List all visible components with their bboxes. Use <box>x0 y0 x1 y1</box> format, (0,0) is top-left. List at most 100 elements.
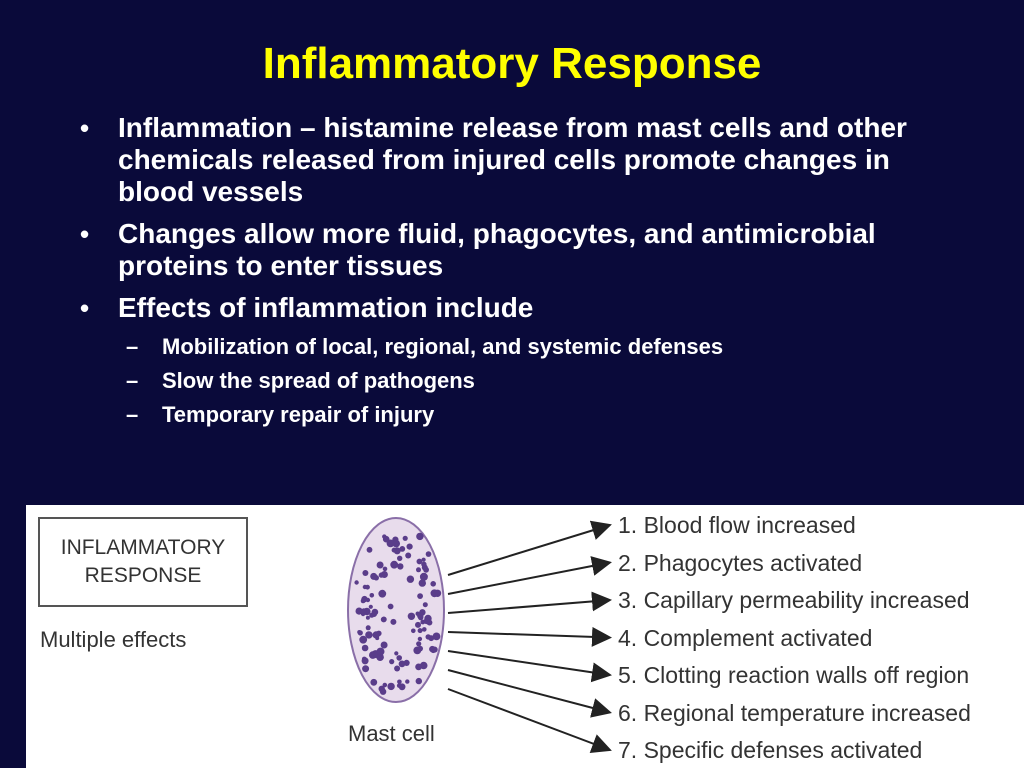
granule <box>415 663 422 671</box>
granule <box>362 570 369 576</box>
granule <box>380 571 388 578</box>
granule <box>419 572 428 581</box>
bullet-text: Changes allow more fluid, phagocytes, an… <box>118 218 876 281</box>
arrow-icon <box>447 556 612 595</box>
dash-icon: – <box>126 402 139 427</box>
granule <box>405 552 412 559</box>
granule <box>415 621 421 628</box>
effect-item: 3. Capillary permeability increased <box>618 587 970 613</box>
granule <box>382 566 388 572</box>
granule <box>355 607 363 615</box>
effect-item: 2. Phagocytes activated <box>618 549 863 576</box>
granule <box>357 630 363 636</box>
granule <box>362 584 368 590</box>
sub-bullet-text: Slow the spread of pathogens <box>162 368 475 393</box>
granule <box>418 579 426 587</box>
granule <box>382 682 388 688</box>
granule <box>416 567 421 573</box>
granule <box>430 589 439 598</box>
effect-item: 4. Complement activated <box>618 624 873 651</box>
granule <box>382 534 387 539</box>
granule <box>394 665 401 672</box>
sub-bullet-item: – Mobilization of local, regional, and s… <box>126 330 960 364</box>
granule <box>416 558 423 565</box>
sub-bullet-item: – Slow the spread of pathogens <box>126 364 960 398</box>
granule <box>421 557 426 562</box>
inflammatory-response-figure: INFLAMMATORY RESPONSE Multiple effects M… <box>26 505 1024 768</box>
arrow-icon <box>447 650 612 683</box>
granule <box>406 543 413 550</box>
granule <box>397 563 404 570</box>
granule <box>391 547 397 553</box>
granule <box>366 546 373 553</box>
figure-title-line2: RESPONSE <box>84 564 202 587</box>
figure-title-box: INFLAMMATORY RESPONSE <box>38 517 248 607</box>
sub-bullet-text: Temporary repair of injury <box>162 402 435 427</box>
granule <box>402 535 408 541</box>
granule <box>379 688 387 695</box>
sub-bullet-item: – Temporary repair of injury <box>126 398 960 432</box>
figure-subtitle: Multiple effects <box>40 627 187 652</box>
granule <box>373 575 379 581</box>
arrow-icon <box>447 688 612 754</box>
granule <box>390 560 399 569</box>
granule <box>389 659 395 665</box>
dash-icon: – <box>126 334 139 359</box>
granule <box>365 625 371 631</box>
arrow-icon <box>447 669 612 718</box>
granule <box>354 580 359 585</box>
bullet-dot-icon: • <box>80 293 90 323</box>
granule <box>423 618 430 625</box>
granule <box>361 657 369 665</box>
granule <box>387 603 394 610</box>
granule <box>431 646 438 653</box>
effect-item: 1. Blood flow increased <box>618 512 856 538</box>
granule <box>376 630 382 637</box>
mast-cell-diagram <box>347 517 612 754</box>
effect-item: 6. Regional temperature increased <box>618 699 971 726</box>
arrows <box>447 520 612 754</box>
granule <box>360 598 366 604</box>
bullet-item: • Effects of inflammation include – Mobi… <box>80 292 960 432</box>
bullet-dot-icon: • <box>80 219 90 249</box>
mast-cell-label: Mast cell <box>348 721 435 746</box>
granule <box>407 612 416 620</box>
granule <box>423 566 429 573</box>
granule <box>411 628 416 634</box>
granule <box>396 655 403 661</box>
granule <box>430 581 437 587</box>
arrow-icon <box>447 591 612 614</box>
granules <box>354 532 442 695</box>
granule <box>406 575 415 583</box>
granule <box>361 644 369 652</box>
granule <box>365 631 373 639</box>
bullet-item: • Inflammation – histamine release from … <box>80 112 960 208</box>
granule <box>416 532 424 541</box>
granule <box>376 647 385 656</box>
slide-title: Inflammatory Response <box>262 39 762 88</box>
granule <box>394 651 399 656</box>
granule <box>387 682 395 691</box>
granule <box>378 589 387 598</box>
granule <box>390 618 397 625</box>
arrow-icon <box>447 626 612 647</box>
granule <box>392 539 401 548</box>
granule <box>425 551 432 557</box>
granule <box>370 678 378 686</box>
granule <box>365 615 370 620</box>
granule <box>362 665 370 673</box>
granule <box>417 628 423 634</box>
arrow-icon <box>447 520 612 576</box>
bullet-dot-icon: • <box>80 113 90 143</box>
granule <box>397 555 403 561</box>
effect-item: 5. Clotting reaction walls off region <box>618 662 970 688</box>
effect-item: 7. Specific defenses activated <box>618 737 923 763</box>
sub-bullet-text: Mobilization of local, regional, and sys… <box>162 334 724 359</box>
granule <box>422 627 427 632</box>
granule <box>369 612 375 618</box>
granule <box>405 679 410 684</box>
dash-icon: – <box>126 368 139 393</box>
granule <box>386 539 395 548</box>
granule <box>416 641 422 647</box>
bullet-list: • Inflammation – histamine release from … <box>80 112 960 442</box>
